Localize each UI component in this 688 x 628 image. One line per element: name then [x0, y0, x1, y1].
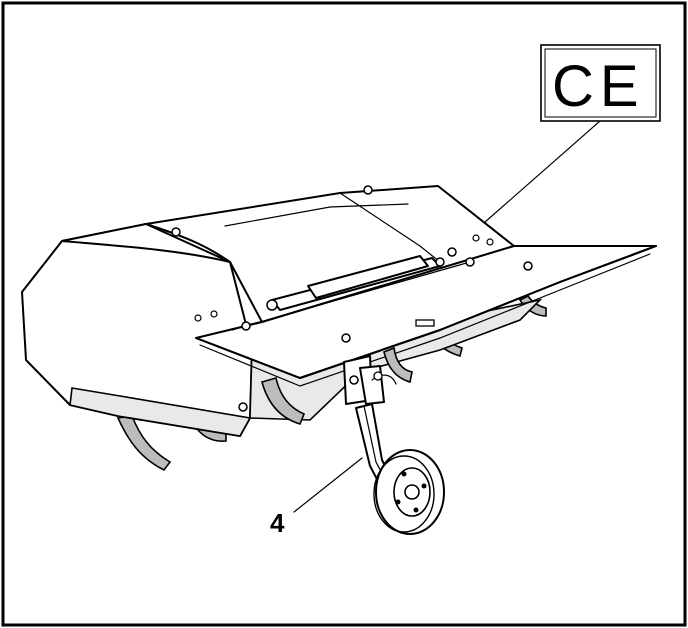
hood-seam	[339, 192, 441, 263]
rear-flap-edge	[199, 253, 651, 387]
depth-wheel-bracket	[343, 355, 397, 405]
side-bolt	[238, 402, 248, 412]
hood-seam-2	[224, 203, 409, 227]
rear-flap-fold	[195, 245, 657, 379]
tines-front	[261, 346, 413, 425]
ce-label: CE	[540, 44, 661, 122]
ce-label-inner-box	[544, 48, 657, 118]
flap-tension-rod	[266, 255, 445, 311]
callout-number: 4	[270, 508, 285, 538]
hood-bolts	[171, 185, 533, 343]
hood-side-edge	[61, 240, 231, 263]
rear-flap-inner	[231, 261, 471, 331]
callout-leader-line	[293, 457, 363, 513]
ce-mark: CE	[552, 54, 645, 119]
depth-wheel	[373, 449, 445, 535]
